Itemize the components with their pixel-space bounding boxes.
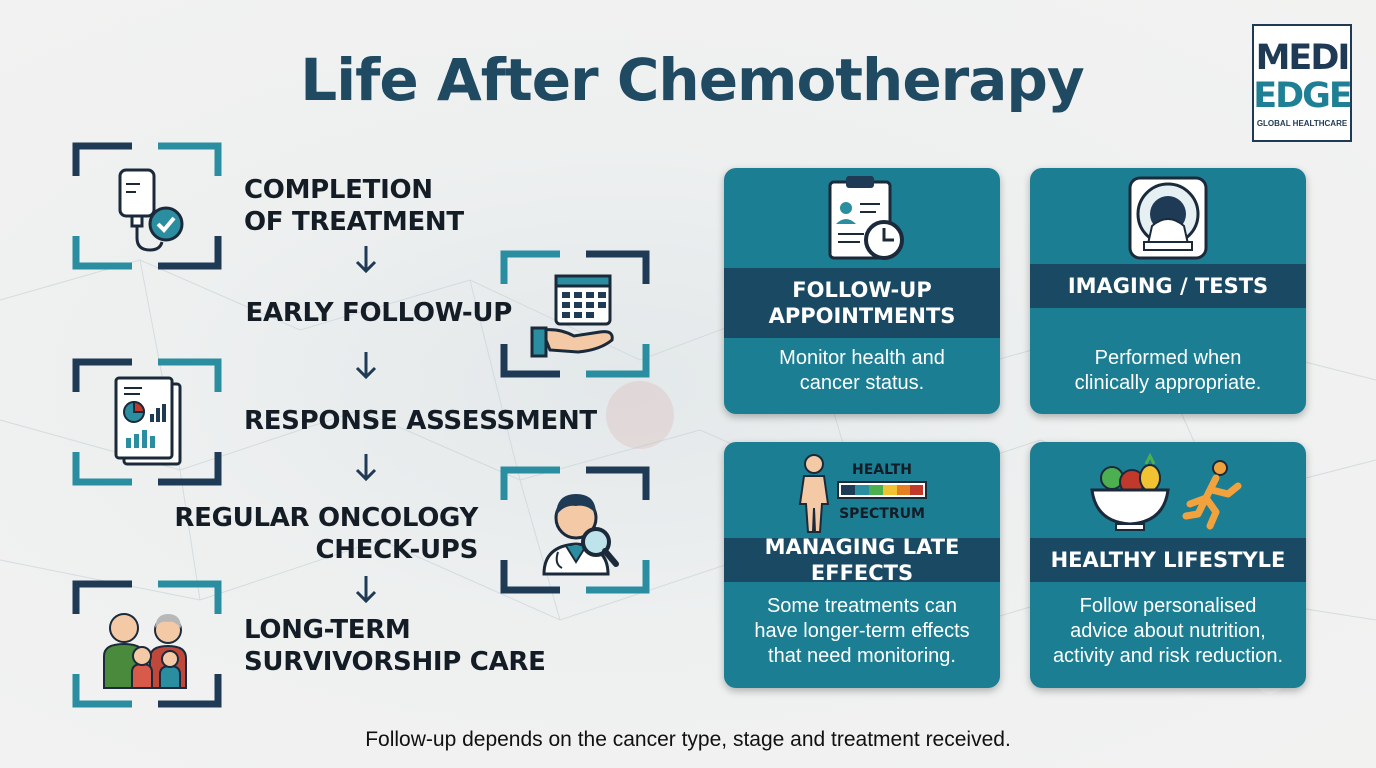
card-lifestyle-desc-line1: Follow personalised	[1079, 595, 1257, 617]
arrow-down-icon	[355, 454, 377, 482]
frame-response-assessment	[72, 358, 222, 486]
page-title: Life After Chemotherapy	[300, 46, 1084, 114]
card-late-effects-desc-line3: that need monitoring.	[768, 645, 956, 667]
card-lifestyle-title-line1: HEALTHY LIFESTYLE	[1050, 548, 1286, 572]
footer-note: Follow-up depends on the cancer type, st…	[365, 728, 1011, 751]
logo-line-2: EDGE	[1253, 75, 1353, 116]
card-lifestyle-title: HEALTHY LIFESTYLE	[1030, 538, 1306, 582]
step-completion-line2: OF TREATMENT	[244, 207, 464, 237]
health-label: HEALTH	[852, 462, 912, 478]
step-early-follow-up: EARLY FOLLOW-UP	[230, 297, 513, 329]
card-imaging-desc-line1: Performed when	[1094, 347, 1242, 369]
card-managing-late-effects: HEALTH SPECTRUM MANAGING LATE EFFECTS So…	[724, 442, 1000, 688]
medi-edge-logo: MEDI EDGE GLOBAL HEALTHCARE	[1252, 24, 1353, 142]
card-imaging-title: IMAGING / TESTS	[1030, 264, 1306, 308]
card-follow-up-title-line2: APPOINTMENTS	[768, 304, 956, 328]
step-survivorship-line1: LONG-TERM	[244, 615, 411, 645]
step-regular-check-ups-line1: REGULAR ONCOLOGY	[174, 503, 478, 533]
health-spectrum-icon: HEALTH SPECTRUM	[798, 454, 927, 533]
logo-line-1: MEDI	[1255, 37, 1351, 78]
card-late-effects-title: MANAGING LATE EFFECTS	[724, 535, 1000, 585]
step-regular-check-ups: REGULAR ONCOLOGY CHECK-UPS	[140, 502, 478, 566]
arrow-down-icon	[355, 352, 377, 380]
step-regular-check-ups-line2: CHECK-UPS	[315, 535, 478, 565]
frame-survivorship	[72, 580, 222, 708]
card-follow-up-desc-line2: cancer status.	[799, 372, 925, 394]
card-imaging-tests: IMAGING / TESTS Performed when clinicall…	[1030, 168, 1306, 414]
card-lifestyle-desc: Follow personalised advice about nutriti…	[1038, 594, 1298, 669]
step-early-follow-up-line1: EARLY FOLLOW-UP	[245, 298, 513, 328]
card-imaging-desc: Performed when clinically appropriate.	[1038, 346, 1298, 396]
calendar-hand-icon	[530, 274, 614, 358]
card-lifestyle-desc-line2: advice about nutrition,	[1070, 620, 1266, 642]
card-healthy-lifestyle: HEALTHY LIFESTYLE Follow personalised ad…	[1030, 442, 1306, 688]
fruit-bowl-runner-icon	[1090, 452, 1242, 531]
arrow-down-icon	[355, 246, 377, 274]
iv-bag-check-icon	[118, 168, 184, 252]
report-chart-icon	[114, 376, 182, 466]
card-follow-up-desc: Monitor health and cancer status.	[732, 346, 992, 396]
mri-scanner-icon	[1128, 176, 1208, 260]
card-follow-up-desc-line1: Monitor health and	[779, 347, 945, 369]
family-icon	[103, 613, 187, 689]
card-late-effects-title-line1: MANAGING LATE EFFECTS	[764, 535, 960, 585]
card-late-effects-desc-line1: Some treatments can	[766, 595, 958, 617]
step-survivorship-line2: SURVIVORSHIP CARE	[244, 647, 546, 677]
step-completion-line1: COMPLETION	[244, 175, 433, 205]
card-imaging-desc-line2: clinically appropriate.	[1074, 372, 1262, 394]
card-imaging-title-line1: IMAGING / TESTS	[1067, 274, 1269, 298]
card-late-effects-desc-line2: have longer-term effects	[754, 620, 970, 642]
step-completion: COMPLETION OF TREATMENT	[244, 174, 464, 238]
step-response-assessment: RESPONSE ASSESSMENT	[244, 405, 597, 437]
card-follow-up-title-line1: FOLLOW-UP	[792, 278, 932, 302]
clipboard-clock-icon	[828, 176, 904, 260]
card-late-effects-desc: Some treatments can have longer-term eff…	[732, 594, 992, 669]
arrow-down-icon	[355, 576, 377, 604]
frame-early-follow-up	[500, 250, 650, 378]
step-survivorship: LONG-TERM SURVIVORSHIP CARE	[244, 614, 546, 678]
card-lifestyle-desc-line3: activity and risk reduction.	[1052, 645, 1284, 667]
frame-regular-check-ups	[500, 466, 650, 594]
doctor-magnifier-icon	[542, 494, 619, 576]
logo-tagline: GLOBAL HEALTHCARE	[1256, 118, 1348, 128]
spectrum-label: SPECTRUM	[839, 506, 925, 522]
frame-completion	[72, 142, 222, 270]
step-response-assessment-line1: RESPONSE ASSESSMENT	[244, 406, 597, 436]
